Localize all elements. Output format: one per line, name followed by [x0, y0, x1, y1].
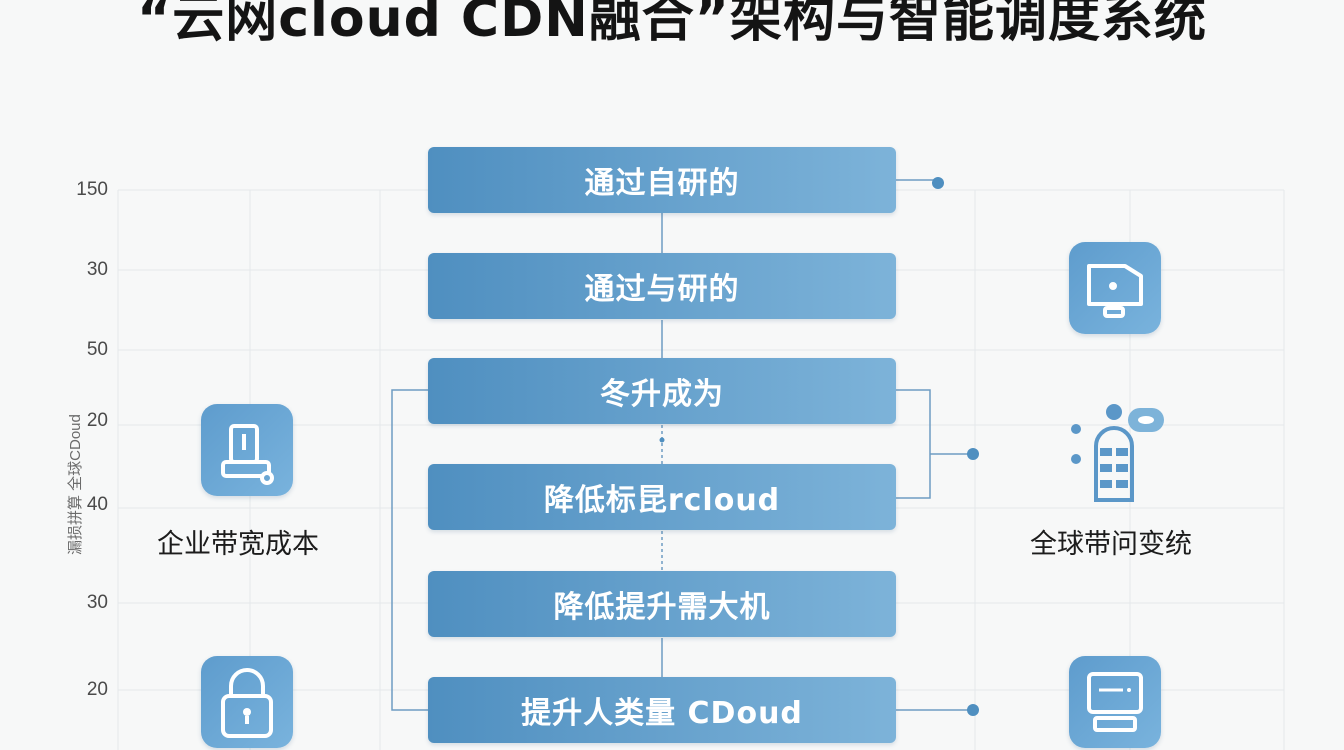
y-tick: 50	[86, 339, 108, 360]
database-icon	[201, 404, 293, 496]
server-rack-icon	[1062, 402, 1172, 506]
lock-icon	[201, 656, 293, 748]
right-panel-label: 全球带问变统	[1030, 529, 1192, 560]
y-tick: 30	[86, 259, 108, 280]
flow-step-1: 通过自研的	[428, 147, 896, 213]
y-axis-label: 漏损拼算 全球CDoud	[67, 414, 84, 555]
flow-step-5: 降低提升需大机	[428, 571, 896, 637]
flow-step-2: 通过与研的	[428, 253, 896, 319]
y-tick: 30	[86, 592, 108, 613]
y-tick: 150	[76, 179, 108, 200]
y-tick: 20	[86, 410, 108, 431]
page-title: “云网cloud CDN融合”架构与智能调度系统	[137, 0, 1207, 49]
y-tick: 20	[86, 679, 108, 700]
left-panel-label: 企业带宽成本	[157, 529, 319, 560]
flow-step-6: 提升人类量 CDoud	[428, 677, 896, 743]
computer-icon	[1069, 656, 1161, 748]
flow-step-4: 降低标昆rcloud	[428, 464, 896, 530]
flow-step-3: 冬升成为	[428, 358, 896, 424]
y-tick: 40	[86, 494, 108, 515]
monitor-icon	[1069, 242, 1161, 334]
